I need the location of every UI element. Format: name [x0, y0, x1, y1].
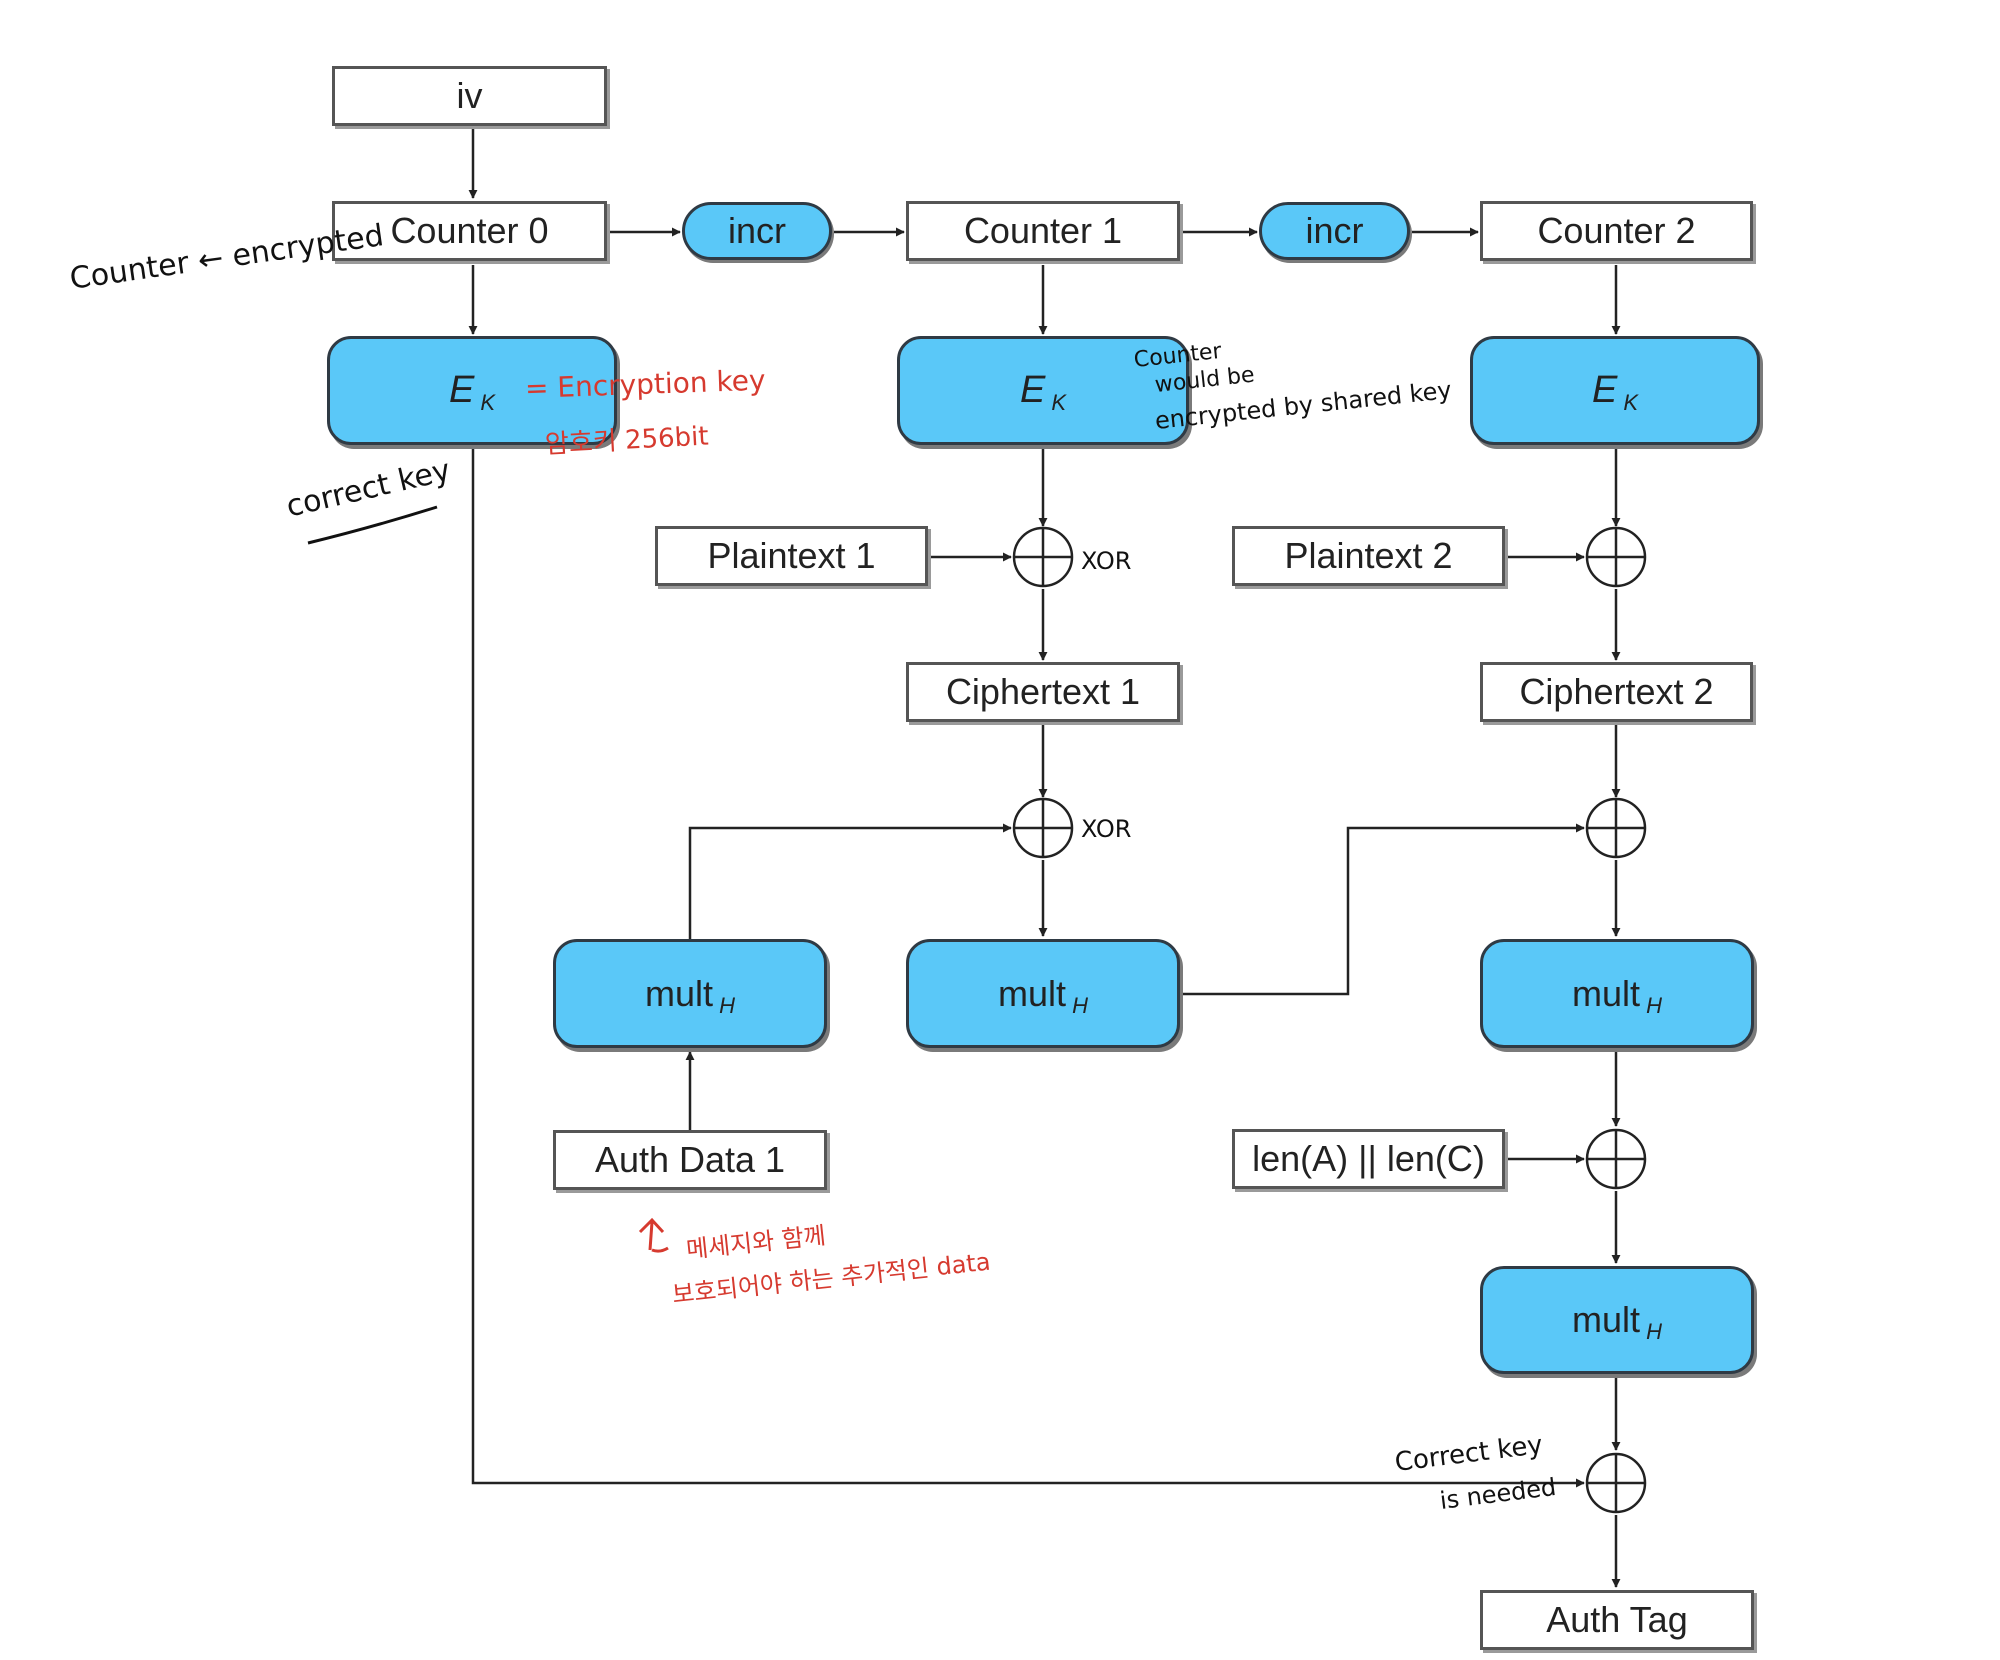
mult-sub-auth: H [719, 992, 735, 1018]
xor-symbol-2 [1585, 526, 1647, 588]
counter2-label: Counter 2 [1537, 210, 1696, 251]
xor-symbol-3 [1012, 797, 1074, 859]
incr-box-1: incr [682, 202, 832, 260]
xor-label-2: XOR [1081, 815, 1132, 843]
mult-sub-1: H [1072, 992, 1088, 1018]
arrow-mult1-xor2 [1178, 823, 1585, 996]
incr-label-2: incr [1305, 210, 1364, 251]
counter1-box: Counter 1 [906, 201, 1180, 261]
counter0-box: Counter 0 [332, 201, 607, 261]
correct-key-underline [307, 505, 438, 545]
mult-label-3: mult [1572, 1299, 1641, 1340]
xor-symbol-1 [1012, 526, 1074, 588]
ek-sub-0: K [480, 389, 496, 415]
len-box: len(A) || len(C) [1232, 1129, 1505, 1189]
ek-label-1: E [1019, 369, 1046, 411]
xor-label-1: XOR [1081, 547, 1132, 575]
plaintext2-box: Plaintext 2 [1232, 526, 1505, 586]
ek-label-2: E [1591, 369, 1618, 411]
mult-label-auth: mult [645, 972, 714, 1014]
arrow-ek0-final-xor [471, 447, 1585, 1488]
len-label: len(A) || len(C) [1252, 1138, 1485, 1179]
iv-box: iv [332, 66, 607, 126]
ciphertext2-label: Ciphertext 2 [1519, 671, 1714, 712]
auth-data1-box: Auth Data 1 [553, 1130, 827, 1190]
ek-sub-1: K [1051, 389, 1067, 415]
ciphertext2-box: Ciphertext 2 [1480, 662, 1753, 722]
mult-sub-2: H [1646, 992, 1662, 1018]
counter1-label: Counter 1 [963, 210, 1123, 251]
counter0-label: Counter 0 [390, 210, 549, 251]
incr-box-2: incr [1259, 202, 1410, 260]
mult-sub-3: H [1646, 1319, 1662, 1344]
arrow-multauth-xor [688, 823, 1012, 939]
incr-label-1: incr [727, 210, 786, 251]
ek-sub-2: K [1623, 389, 1639, 415]
ciphertext1-box: Ciphertext 1 [906, 662, 1180, 722]
counter2-box: Counter 2 [1480, 201, 1753, 261]
auth-data1-label: Auth Data 1 [594, 1139, 786, 1180]
mult-label-2: mult [1572, 972, 1641, 1014]
auth-tag-label: Auth Tag [1546, 1599, 1688, 1640]
xor-symbol-5 [1585, 1128, 1647, 1190]
plaintext1-box: Plaintext 1 [655, 526, 928, 586]
iv-label: iv [456, 75, 483, 116]
auth-data-note-arrow [638, 1217, 669, 1253]
plaintext1-label: Plaintext 1 [707, 535, 876, 576]
xor-symbol-4 [1585, 797, 1647, 859]
auth-tag-box: Auth Tag [1480, 1590, 1754, 1650]
ek-label-0: E [448, 369, 475, 411]
mult-label-1: mult [998, 972, 1067, 1014]
xor-symbol-6 [1585, 1452, 1647, 1514]
ciphertext1-label: Ciphertext 1 [945, 671, 1141, 712]
plaintext2-label: Plaintext 2 [1284, 535, 1453, 576]
